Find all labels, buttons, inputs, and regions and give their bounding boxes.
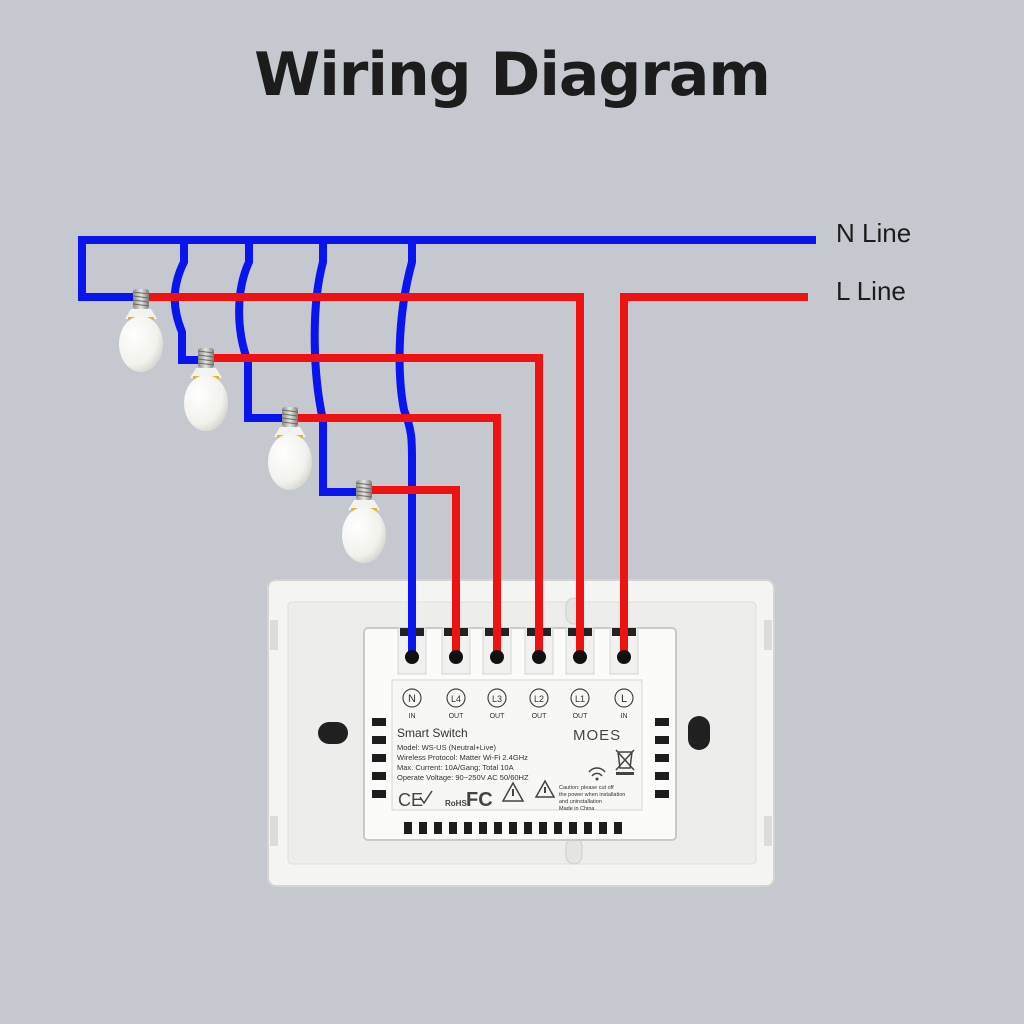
rohs-mark: RoHS bbox=[445, 799, 467, 808]
caution-line-3: and uninstallation bbox=[559, 799, 602, 805]
terminal-screw bbox=[617, 650, 631, 664]
spec-model: Model: WS-US (Neutral+Live) bbox=[397, 743, 496, 752]
light-bulb-3 bbox=[268, 407, 312, 490]
terminal-l1-ring bbox=[570, 688, 590, 708]
switch-module bbox=[363, 627, 677, 841]
terminal-l-type: IN bbox=[621, 713, 628, 720]
terminal-l2-label: L2 bbox=[534, 694, 544, 704]
terminal-n-ring bbox=[402, 688, 422, 708]
caution-line-2: the power when installation bbox=[559, 792, 625, 798]
checkmark-icon bbox=[419, 790, 433, 805]
spec-current: Max. Current: 10A/Gang; Total 10A bbox=[397, 763, 514, 772]
terminal-screw bbox=[449, 650, 463, 664]
live-wire-3 bbox=[288, 414, 501, 660]
light-bulb-2 bbox=[184, 348, 228, 431]
terminal-screw bbox=[405, 650, 419, 664]
terminal-l4-type: OUT bbox=[449, 713, 465, 720]
fcc-mark: FC bbox=[466, 789, 493, 811]
terminal-l3-type: OUT bbox=[490, 713, 506, 720]
terminal-l2-type: OUT bbox=[532, 713, 548, 720]
product-name: Smart Switch bbox=[397, 726, 468, 740]
n-line-label: N Line bbox=[836, 218, 912, 248]
terminal-n-type: IN bbox=[409, 713, 416, 720]
page-title: Wiring Diagram bbox=[254, 40, 771, 110]
live-wire-4 bbox=[363, 486, 460, 660]
neutral-wire-3 bbox=[235, 240, 284, 422]
caution-line-1: Caution: please cut off bbox=[559, 785, 614, 791]
brand-logo: MOES bbox=[573, 727, 621, 744]
label-icons bbox=[419, 749, 635, 805]
neutral-wire-4 bbox=[310, 240, 360, 496]
terminal-n-label: N bbox=[408, 693, 416, 705]
spec-voltage: Operate Voltage: 90~250V AC 50/60HZ bbox=[397, 773, 529, 782]
live-wire-2 bbox=[204, 354, 543, 660]
terminal-l3-ring bbox=[487, 688, 507, 708]
live-wire-1 bbox=[142, 293, 584, 660]
terminal-l3-label: L3 bbox=[492, 694, 502, 704]
terminal-l1-label: L1 bbox=[575, 694, 585, 704]
terminal-l-label: L bbox=[621, 693, 627, 705]
neutral-wire-1 bbox=[78, 236, 816, 301]
terminal-l2-ring bbox=[529, 688, 549, 708]
live-wire-5 bbox=[620, 293, 808, 660]
spec-protocol: Wireless Protocol: Matter Wi-Fi 2.4GHz bbox=[397, 753, 528, 762]
ce-mark: CE bbox=[398, 790, 423, 810]
light-bulb-4 bbox=[342, 480, 386, 563]
left-mount-hole bbox=[318, 722, 348, 744]
light-bulb-1 bbox=[119, 289, 163, 372]
terminal-l1-type: OUT bbox=[573, 713, 589, 720]
warning-icon bbox=[501, 781, 525, 802]
right-mount-hole bbox=[688, 716, 710, 750]
caution-icon bbox=[534, 779, 556, 798]
light-bulbs bbox=[119, 289, 386, 563]
terminal-screw bbox=[573, 650, 587, 664]
caution-line-4: Made in China bbox=[559, 806, 595, 812]
wifi-icon bbox=[588, 767, 606, 777]
terminal-l4-label: L4 bbox=[451, 694, 461, 704]
product-label bbox=[391, 679, 643, 811]
weee-bin-icon bbox=[615, 749, 635, 771]
terminal-screw bbox=[532, 650, 546, 664]
l-line-label: L Line bbox=[836, 276, 906, 306]
live-wires bbox=[142, 293, 808, 660]
terminal-l-ring bbox=[614, 688, 634, 708]
terminal-l4-ring bbox=[446, 688, 466, 708]
terminal-screw bbox=[490, 650, 504, 664]
